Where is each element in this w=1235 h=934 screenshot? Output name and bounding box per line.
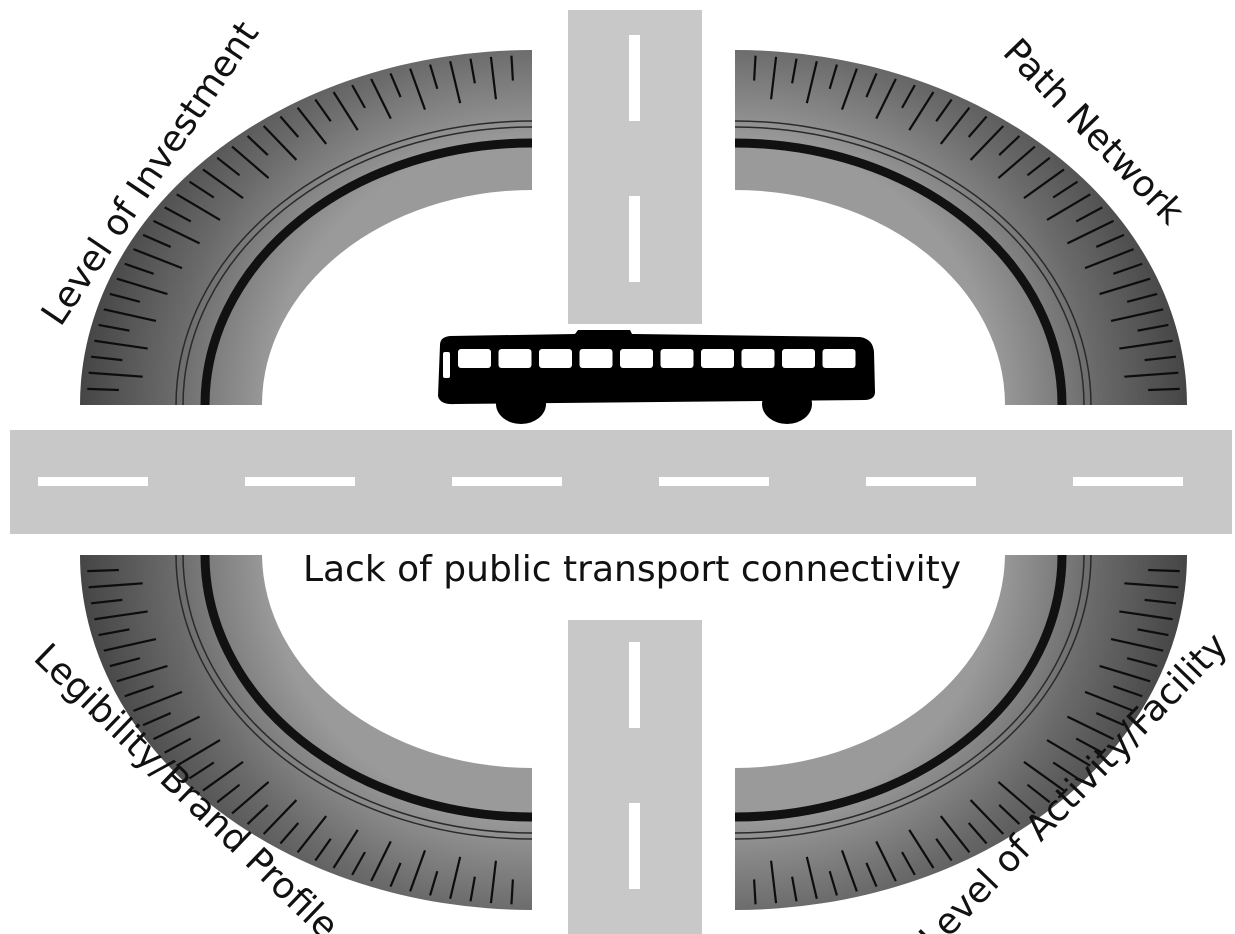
tread-mark xyxy=(1148,570,1180,571)
bus-icon xyxy=(438,330,875,424)
label-lack-of-public-transport-connectivity: Lack of public transport connectivity xyxy=(303,549,961,590)
bus-window xyxy=(539,349,572,368)
tread-mark xyxy=(511,879,512,904)
bus-window xyxy=(620,349,653,368)
tread-mark xyxy=(754,56,755,81)
road-vertical-bottom xyxy=(568,620,702,934)
bus-window xyxy=(661,349,694,368)
bus-window xyxy=(499,349,532,368)
bus-window xyxy=(580,349,613,368)
bus-window xyxy=(782,349,815,368)
tread-mark xyxy=(1148,389,1180,390)
bus-window xyxy=(823,349,856,368)
tread-mark xyxy=(87,570,119,571)
tread-mark xyxy=(511,56,512,81)
bus-window xyxy=(701,349,734,368)
road-vertical-top xyxy=(568,10,702,324)
tread-mark xyxy=(87,389,119,390)
tread-mark xyxy=(754,879,755,904)
bus-window xyxy=(458,349,491,368)
bus-window xyxy=(742,349,775,368)
road-horizontal xyxy=(10,430,1232,534)
